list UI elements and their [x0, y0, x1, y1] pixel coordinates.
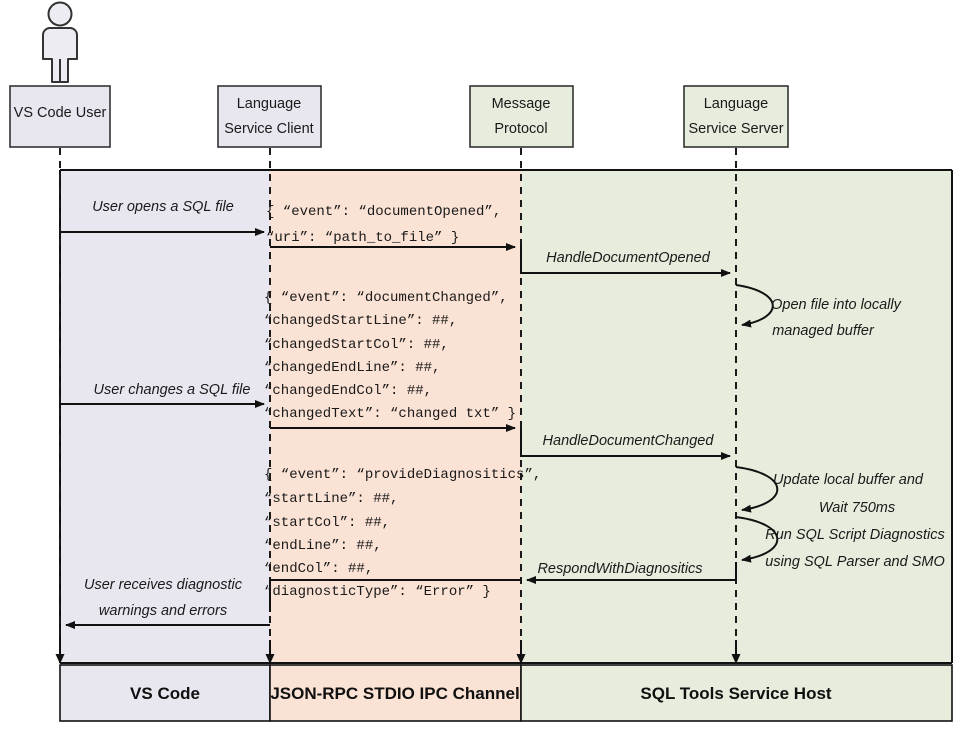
entity-label-language-service-server-1: Language [704, 96, 769, 112]
self-loop-label-update-buffer-2: Wait 750ms [819, 500, 895, 516]
message-respond-with-diagnositics: RespondWithDiagnositics [526, 561, 737, 584]
message-user-changes-sql-file: User changes a SQL file [60, 382, 265, 408]
message-label-handle-document-changed: HandleDocumentChanged [543, 433, 715, 449]
band-vs-code [60, 170, 270, 663]
footer-box-ipc[interactable]: JSON-RPC STDIO IPC Channel [269, 664, 522, 722]
json-line: “diagnosticType”: “Error” } [264, 584, 491, 600]
self-loop-label-run-diagnostics-1: Run SQL Script Diagnostics [765, 527, 944, 543]
message-label-handle-document-opened: HandleDocumentOpened [546, 250, 711, 266]
self-loop-label-open-file-1: Open file into locally [771, 297, 902, 313]
footer-box-host[interactable]: SQL Tools Service Host [520, 664, 953, 722]
json-line: “changedStartCol”: ##, [264, 337, 449, 353]
message-label-user-receives-diagnostics-2: warnings and errors [99, 603, 227, 619]
json-payload-blocks: { “event”: “documentOpened”, “uri”: “pat… [264, 204, 541, 600]
entity-label-language-service-server-2: Service Server [688, 121, 783, 137]
json-line: “changedText”: “changed txt” } [264, 406, 516, 422]
self-loop-open-file-into-buffer: Open file into locally managed buffer [735, 284, 902, 339]
self-loop-run-sql-script-diagnostics: Run SQL Script Diagnostics using SQL Par… [735, 516, 945, 570]
entity-box-language-service-client[interactable]: Language Service Client [217, 85, 322, 148]
lifeline-terminators [55, 640, 741, 664]
entity-box-language-service-server[interactable]: Language Service Server [683, 85, 789, 148]
message-user-receives-diagnostics: User receives diagnostic warnings and er… [65, 577, 270, 629]
json-line: “startLine”: ##, [264, 491, 398, 507]
json-line: “changedEndLine”: ##, [264, 360, 440, 376]
self-loop-label-update-buffer-1: Update local buffer and [773, 472, 924, 488]
entity-label-language-service-client-1: Language [237, 96, 302, 112]
json-line: “endLine”: ##, [264, 538, 382, 554]
entity-box-vs-code-user[interactable]: VS Code User [9, 85, 111, 148]
self-loop-label-open-file-2: managed buffer [772, 323, 875, 339]
entity-label-language-service-client-2: Service Client [224, 121, 313, 137]
json-block-document-opened: { “event”: “documentOpened”, “uri”: “pat… [266, 204, 501, 246]
self-loop-label-run-diagnostics-2: using SQL Parser and SMO [765, 554, 944, 570]
json-line: { “event”: “provideDiagnositics”, [264, 467, 541, 483]
json-line: { “event”: “documentChanged”, [264, 290, 508, 306]
footer-label-vs-code: VS Code [130, 684, 200, 703]
json-line: “changedStartLine”: ##, [264, 313, 457, 329]
json-line: “changedEndCol”: ##, [264, 383, 432, 399]
message-label-user-opens-sql-file: User opens a SQL file [92, 199, 234, 215]
message-handle-document-changed: HandleDocumentChanged [520, 428, 731, 460]
footer-label-host: SQL Tools Service Host [640, 684, 831, 703]
vs-code-user-actor-icon [42, 1, 78, 83]
self-loop-update-buffer-and-wait: Update local buffer and Wait 750ms [735, 466, 924, 516]
message-label-user-changes-sql-file: User changes a SQL file [94, 382, 251, 398]
message-user-opens-sql-file: User opens a SQL file [60, 199, 265, 236]
json-line: “startCol”: ##, [264, 515, 390, 531]
entity-label-vs-code-user: VS Code User [14, 105, 107, 121]
messages: User opens a SQL file HandleDocumentOpen… [60, 199, 737, 629]
entity-boxes: VS Code User Language Service Client Mes… [9, 85, 789, 148]
payload-arrows [269, 243, 521, 612]
footer-box-vs-code[interactable]: VS Code [59, 664, 271, 722]
json-block-document-changed: { “event”: “documentChanged”, “changedSt… [264, 290, 516, 422]
json-line: “uri”: “path_to_file” } [266, 230, 459, 246]
message-label-respond-with-diagnositics: RespondWithDiagnositics [537, 561, 702, 577]
entity-label-message-protocol-1: Message [492, 96, 551, 112]
footer-label-ipc: JSON-RPC STDIO IPC Channel [270, 684, 519, 703]
self-loops: Open file into locally managed buffer Up… [735, 284, 945, 570]
json-line: { “event”: “documentOpened”, [266, 204, 501, 220]
json-line: “endCol”: ##, [264, 561, 373, 577]
json-block-provide-diagnositics: { “event”: “provideDiagnositics”, “start… [264, 467, 541, 600]
message-handle-document-opened: HandleDocumentOpened [520, 245, 731, 277]
footer-boxes: VS Code JSON-RPC STDIO IPC Channel SQL T… [59, 664, 953, 722]
entity-label-message-protocol-2: Protocol [494, 121, 547, 137]
message-label-user-receives-diagnostics-1: User receives diagnostic [84, 577, 243, 593]
entity-box-message-protocol[interactable]: Message Protocol [469, 85, 574, 148]
